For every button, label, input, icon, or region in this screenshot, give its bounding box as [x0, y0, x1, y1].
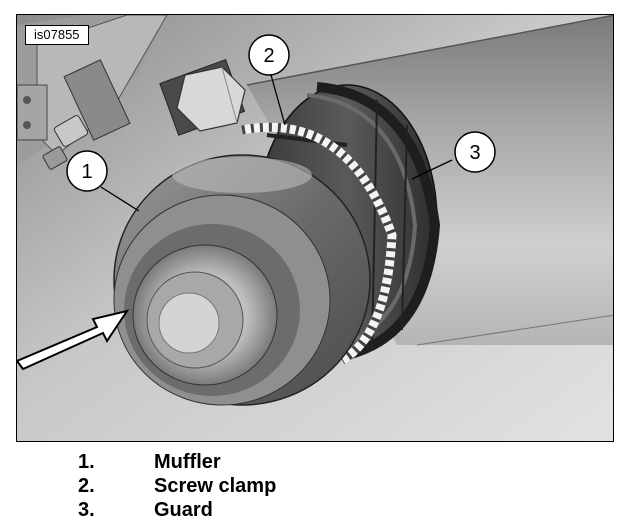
muffler-cap — [113, 154, 371, 406]
svg-text:1: 1 — [81, 161, 92, 183]
illustration-frame: 1 2 3 is07855 — [16, 14, 614, 442]
callout-2: 2 — [248, 34, 290, 76]
legend-label: Muffler — [154, 450, 221, 473]
legend: 1. Muffler 2. Screw clamp 3. Guard — [78, 450, 598, 522]
callout-leaders — [100, 74, 453, 212]
hex-fitting — [159, 59, 246, 136]
legend-number: 3. — [78, 498, 95, 521]
svg-text:2: 2 — [263, 45, 274, 67]
callout-1: 1 — [66, 150, 108, 192]
screw-clamp — [241, 122, 397, 364]
legend-number: 1. — [78, 450, 95, 473]
legend-item: 1. Muffler — [78, 450, 598, 474]
flow-direction-arrow — [17, 309, 130, 371]
figure-id-label: is07855 — [25, 25, 89, 45]
legend-number: 2. — [78, 474, 95, 497]
svg-text:3: 3 — [469, 142, 480, 164]
legend-label: Screw clamp — [154, 474, 277, 497]
legend-label: Guard — [154, 498, 213, 521]
legend-item: 2. Screw clamp — [78, 474, 598, 498]
legend-item: 3. Guard — [78, 498, 598, 522]
bolt — [42, 115, 89, 170]
muffler-illustration: 1 2 3 — [17, 15, 613, 441]
callout-3: 3 — [454, 131, 496, 173]
